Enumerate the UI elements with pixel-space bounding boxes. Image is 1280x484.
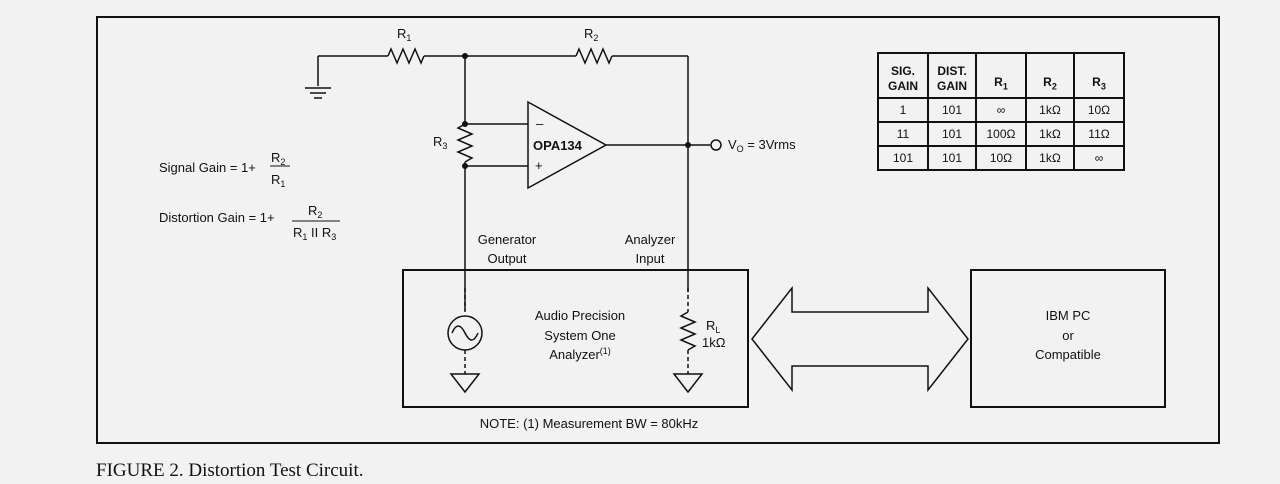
- table-cell: 101: [927, 121, 977, 147]
- header-r3: R3: [1073, 52, 1125, 99]
- circuit-diagram: R1 R2 R3 OPA134 – + VO = 3Vrms Generator…: [159, 26, 1166, 431]
- analyzer-box-line3: Analyzer(1): [549, 346, 611, 362]
- r1-label: R1: [397, 26, 411, 43]
- table-cell: 1kΩ: [1025, 145, 1075, 171]
- ground-icon-generator: [449, 373, 481, 394]
- resistor-r1-icon: [387, 47, 425, 65]
- opamp-label: OPA134: [533, 138, 583, 153]
- resistor-r2-icon: [575, 47, 613, 65]
- opamp-plus-label: +: [535, 158, 543, 173]
- analyzer-box-line2: System One: [544, 328, 616, 343]
- table-row: 11 101 100Ω 1kΩ 11Ω: [877, 121, 1125, 147]
- table-cell: 1kΩ: [1025, 97, 1075, 123]
- opamp-triangle: [527, 100, 608, 190]
- table-cell: 1: [877, 97, 929, 123]
- distortion-gain-denominator: R1 II R3: [293, 225, 336, 242]
- resistor-r3-icon: [456, 123, 474, 163]
- junction-dot-output: [685, 142, 691, 148]
- table-cell: ∞: [975, 97, 1027, 123]
- distortion-gain-numerator: R2: [308, 203, 322, 220]
- vout-label: VO = 3Vrms: [728, 137, 796, 154]
- header-sig-gain: SIG.GAIN: [877, 52, 929, 99]
- pc-line1: IBM PC: [1046, 308, 1091, 323]
- distortion-gain-label: Distortion Gain = 1+: [159, 210, 275, 225]
- resistor-rl-icon: [679, 311, 697, 351]
- output-terminal-icon: [710, 139, 722, 151]
- bidirectional-arrow-icon: [751, 285, 969, 393]
- gain-table: SIG.GAIN DIST.GAIN R1 R2 R3 1 101 ∞ 1kΩ …: [877, 52, 1125, 171]
- rl-value: 1kΩ: [702, 335, 726, 350]
- opamp-minus-label: –: [536, 116, 544, 131]
- pc-line2: or: [1062, 328, 1074, 343]
- table-cell: 101: [927, 145, 977, 171]
- table-cell: 101: [927, 97, 977, 123]
- pc-line3: Compatible: [1035, 347, 1101, 362]
- table-cell: 1kΩ: [1025, 121, 1075, 147]
- generator-label-line2: Output: [487, 251, 526, 266]
- ground-icon-left: [305, 87, 331, 99]
- sine-wave-icon: [451, 325, 479, 341]
- signal-gain-label: Signal Gain = 1+: [159, 160, 256, 175]
- table-row: 101 101 10Ω 1kΩ ∞: [877, 145, 1125, 171]
- signal-gain-numerator: R2: [271, 150, 285, 167]
- header-r1: R1: [975, 52, 1027, 99]
- analyzer-label-line1: Analyzer: [625, 232, 676, 247]
- figure-frame: [96, 16, 1220, 444]
- analyzer-label-line2: Input: [636, 251, 665, 266]
- table-cell: 101: [877, 145, 929, 171]
- table-cell: 10Ω: [975, 145, 1027, 171]
- table-cell: 100Ω: [975, 121, 1027, 147]
- measurement-note: NOTE: (1) Measurement BW = 80kHz: [480, 416, 699, 431]
- rl-label: RL: [706, 318, 720, 335]
- junction-dot-top: [462, 53, 468, 59]
- junction-dot-r3-top: [462, 121, 468, 127]
- r3-label: R3: [433, 134, 447, 151]
- pc-box: [970, 269, 1166, 408]
- table-cell: 11: [877, 121, 929, 147]
- table-cell: ∞: [1073, 145, 1125, 171]
- table-cell: 10Ω: [1073, 97, 1125, 123]
- generator-label-line1: Generator: [478, 232, 537, 247]
- header-dist-gain: DIST.GAIN: [927, 52, 977, 99]
- table-header-row: SIG.GAIN DIST.GAIN R1 R2 R3: [877, 52, 1125, 99]
- analyzer-box-line1: Audio Precision: [535, 308, 625, 323]
- ground-icon-analyzer: [672, 373, 704, 394]
- r2-label: R2: [584, 26, 598, 43]
- analyzer-box: [402, 269, 749, 408]
- signal-gain-denominator: R1: [271, 172, 285, 189]
- table-cell: 11Ω: [1073, 121, 1125, 147]
- figure-caption: FIGURE 2. Distortion Test Circuit.: [96, 460, 364, 481]
- table-row: 1 101 ∞ 1kΩ 10Ω: [877, 97, 1125, 123]
- junction-dot-r3-bottom: [462, 163, 468, 169]
- header-r2: R2: [1025, 52, 1075, 99]
